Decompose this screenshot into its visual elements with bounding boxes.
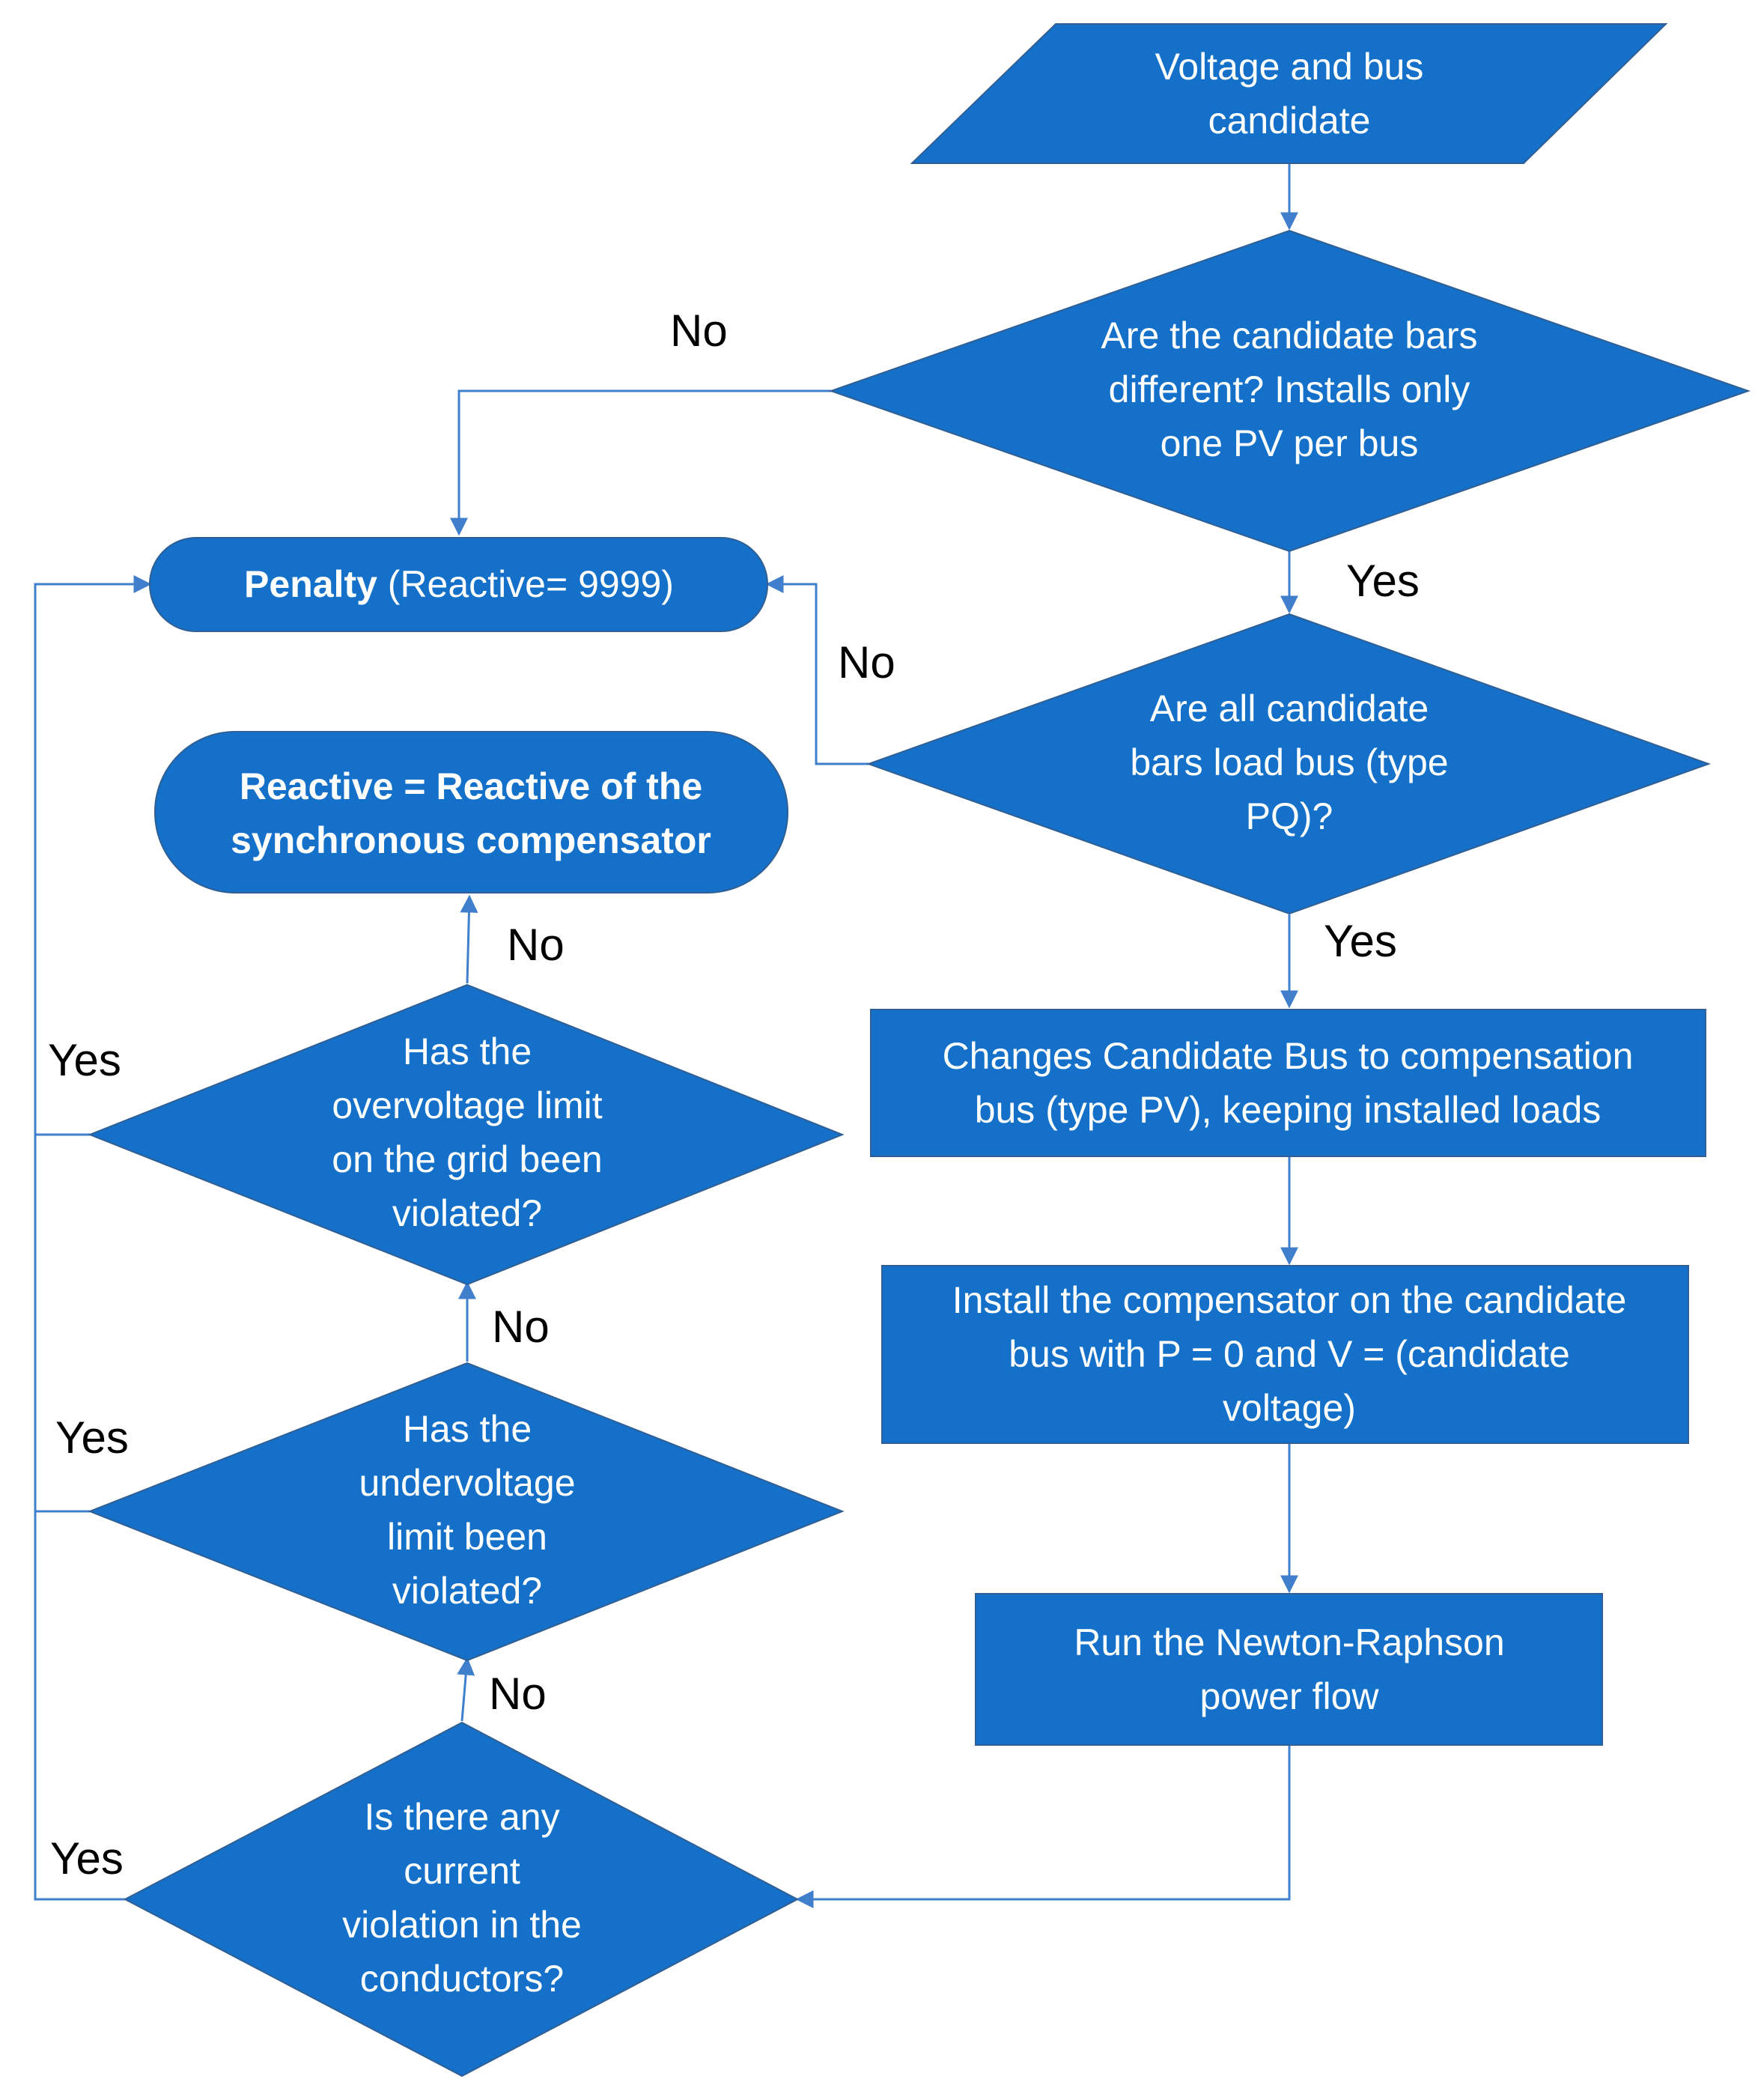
install-compensator-line: voltage) bbox=[1223, 1387, 1356, 1429]
label-bars-different-yes: Yes bbox=[1346, 556, 1420, 606]
check-undervoltage-line: violated? bbox=[392, 1570, 542, 1612]
change-bus-line: bus (type PV), keeping installed loads bbox=[975, 1089, 1602, 1131]
edge-yes-return-to-penalty bbox=[34, 575, 152, 1901]
reactive-result-text: Reactive = Reactive of the synchronous co… bbox=[231, 765, 711, 861]
process-install-compensator: Install the compensator on the candidate… bbox=[881, 1265, 1689, 1444]
penalty-bold: Penalty bbox=[244, 563, 377, 605]
input-node-text: Voltage and bus candidate bbox=[1155, 46, 1424, 142]
run-power-flow-line: power flow bbox=[1200, 1675, 1380, 1717]
label-overvoltage-no: No bbox=[507, 920, 565, 970]
decision-bars-different: Are the candidate bars different? Install… bbox=[828, 229, 1751, 553]
check-overvoltage-line: Has the bbox=[403, 1031, 532, 1072]
process-install-compensator-text: Install the compensator on the candidate… bbox=[952, 1279, 1627, 1429]
label-current-yes: Yes bbox=[50, 1833, 124, 1884]
label-load-bus-yes: Yes bbox=[1324, 916, 1397, 966]
reactive-result-line: Reactive = Reactive of the bbox=[240, 765, 702, 807]
check-load-bus-line: Are all candidate bbox=[1150, 688, 1429, 729]
process-run-power-flow: Run the Newton-Raphson power flow bbox=[975, 1593, 1603, 1746]
input-line: Voltage and bus bbox=[1155, 46, 1424, 88]
decision-overvoltage: Has the overvoltage limit on the grid been… bbox=[88, 983, 845, 1286]
label-load-bus-no: No bbox=[838, 637, 895, 688]
edge-power-flow-to-current-check bbox=[795, 1745, 1291, 1908]
edge-current-no-to-undervoltage bbox=[457, 1657, 475, 1722]
label-overvoltage-yes: Yes bbox=[48, 1035, 121, 1085]
decision-undervoltage-text: Has the undervoltage limit been violated? bbox=[359, 1408, 575, 1612]
process-change-bus-text: Changes Candidate Bus to compensation bus… bbox=[943, 1035, 1634, 1131]
process-change-bus: Changes Candidate Bus to compensation bus… bbox=[870, 1009, 1706, 1157]
check-overvoltage-line: on the grid been bbox=[332, 1138, 602, 1180]
reactive-result-line: synchronous compensator bbox=[231, 819, 711, 861]
check-current-line: current bbox=[404, 1850, 520, 1892]
check-undervoltage-line: Has the bbox=[403, 1408, 532, 1450]
decision-current: Is there any current violation in the condu… bbox=[123, 1721, 800, 2078]
process-run-power-flow-text: Run the Newton-Raphson power flow bbox=[1074, 1621, 1504, 1717]
decision-bars-different-text: Are the candidate bars different? Install… bbox=[1101, 315, 1477, 464]
label-bars-different-no: No bbox=[670, 306, 728, 356]
decision-overvoltage-text: Has the overvoltage limit on the grid been… bbox=[332, 1031, 602, 1234]
check-undervoltage-line: undervoltage bbox=[359, 1462, 575, 1504]
input-line: candidate bbox=[1208, 100, 1371, 142]
run-power-flow-line: Run the Newton-Raphson bbox=[1074, 1621, 1504, 1663]
decision-current-text: Is there any current violation in the condu… bbox=[342, 1796, 582, 2000]
check-overvoltage-line: violated? bbox=[392, 1192, 542, 1234]
check-current-line: violation in the bbox=[342, 1904, 582, 1946]
label-undervoltage-yes: Yes bbox=[55, 1412, 129, 1463]
penalty-node-text: Penalty (Reactive= 9999) bbox=[244, 563, 674, 605]
check-current-line: conductors? bbox=[360, 1958, 564, 2000]
check-bars-different-line: one PV per bus bbox=[1161, 422, 1419, 464]
change-bus-line: Changes Candidate Bus to compensation bbox=[943, 1035, 1634, 1077]
check-overvoltage-line: overvoltage limit bbox=[332, 1084, 602, 1126]
edge-bars-check-no-to-penalty bbox=[450, 389, 831, 536]
check-bars-different-line: different? Installs only bbox=[1109, 368, 1470, 410]
edges bbox=[34, 163, 1298, 1908]
decision-undervoltage: Has the undervoltage limit been violated? bbox=[88, 1362, 845, 1662]
edge-overvoltage-no-to-reactive bbox=[460, 894, 478, 984]
penalty-node: Penalty (Reactive= 9999) bbox=[149, 537, 768, 632]
check-undervoltage-line: limit been bbox=[387, 1516, 547, 1558]
install-compensator-line: bus with P = 0 and V = (candidate bbox=[1009, 1333, 1570, 1375]
check-current-line: Is there any bbox=[364, 1796, 559, 1838]
label-undervoltage-no: No bbox=[492, 1302, 550, 1352]
input-node: Voltage and bus candidate bbox=[910, 23, 1668, 164]
branch-labels: No Yes No Yes No Yes No Yes No Yes bbox=[48, 306, 1420, 1884]
install-compensator-line: Install the compensator on the candidate bbox=[952, 1279, 1627, 1321]
edge-load-check-no-to-penalty bbox=[765, 575, 869, 765]
label-current-no: No bbox=[489, 1669, 547, 1719]
reactive-result-node: Reactive = Reactive of the synchronous co… bbox=[154, 731, 788, 893]
check-load-bus-line: bars load bus (type bbox=[1130, 741, 1448, 783]
check-bars-different-line: Are the candidate bars bbox=[1101, 315, 1477, 356]
penalty-rest: (Reactive= 9999) bbox=[377, 563, 674, 605]
check-load-bus-line: PQ)? bbox=[1246, 795, 1333, 837]
